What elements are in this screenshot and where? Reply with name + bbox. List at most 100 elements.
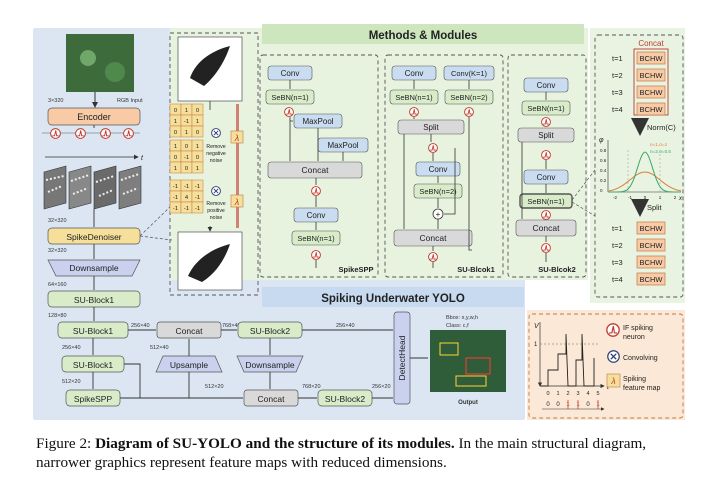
spiking-map-glyph-1: λ	[234, 133, 239, 143]
b2-conv-2-label: Conv	[537, 173, 556, 182]
kernel-cell-value: 1	[196, 144, 199, 150]
class-text: Class: c,f	[446, 323, 469, 329]
time-step-label: t=3	[612, 88, 623, 97]
sebn-concat-title: Concat	[638, 39, 664, 48]
bchw-label: BCHW	[640, 275, 664, 284]
spp-concat	[267, 161, 363, 179]
b1-add-glyph: +	[436, 210, 441, 219]
gaussian-y-tick: 0.6	[600, 158, 607, 163]
downsample-1-block	[47, 259, 141, 277]
kernel-cell	[191, 125, 204, 138]
spp-concat-label: Concat	[302, 165, 330, 175]
caption-bold: Diagram of SU-YOLO and the structure of …	[95, 435, 455, 452]
kernel-cell-value: 0	[174, 108, 177, 114]
kernel-cell-value: 4	[185, 195, 189, 201]
legend-neuron-line-2: neuron	[623, 334, 645, 341]
size-128x80: 128×80	[48, 313, 67, 319]
remove-negative-line-1: Remove	[206, 144, 225, 150]
bchw-block	[636, 51, 666, 65]
bbox-text: Bbox: x,y,w,h	[446, 315, 478, 321]
size-64x160: 64×160	[48, 282, 67, 288]
kernel-cell-value: 0	[174, 155, 177, 161]
bchw-label: BCHW	[640, 258, 664, 267]
bchw-label: BCHW	[640, 241, 664, 250]
legend-x-tick: 1	[556, 391, 559, 397]
kernel-cell-value: 0	[196, 155, 199, 161]
caption-rest: In the main structural diagram, narrower…	[36, 435, 647, 471]
figure-caption: Figure 2: Diagram of SU-YOLO and the str…	[36, 434, 696, 472]
spike-frames	[43, 165, 142, 210]
b2-arrows	[521, 92, 547, 262]
b2-neuron-4	[541, 243, 551, 253]
kernel-cell-value: -1	[173, 184, 178, 190]
legend-spike-train: 001101	[546, 400, 600, 409]
b1-sebn-b-label: SeBN(n=2)	[450, 93, 488, 102]
legend-convolve-icon	[607, 350, 620, 363]
sebn-split-label: Split	[647, 203, 663, 212]
pipeline-connectors	[120, 329, 428, 399]
spiking-map-glyph-2: λ	[234, 197, 239, 207]
spp-arrows	[289, 80, 344, 268]
spp-sebn-2-label: SeBN(n=1)	[297, 234, 335, 243]
bchw-block	[636, 255, 666, 269]
spike-frame-4	[118, 165, 142, 210]
b1-neuron-c	[428, 143, 438, 153]
legend-x-tick: 5	[596, 391, 599, 397]
spp-maxpool-2-label: MaxPool	[327, 141, 358, 150]
kernel-cell-value: 1	[174, 144, 177, 150]
legend-t-label: t	[607, 384, 610, 391]
denoiser-link-line-2	[139, 235, 173, 241]
bchw-block	[636, 221, 666, 235]
kernel-cell-value: 1	[174, 166, 177, 172]
if-neuron-icon-3	[100, 128, 111, 139]
kernel-cell-value: -1	[184, 184, 189, 190]
time-step-label: t=2	[612, 241, 623, 250]
kernel-cell	[191, 161, 204, 174]
b1-conv-a-label: Conv	[405, 69, 424, 78]
b1-concat-label: Concat	[420, 233, 448, 243]
bchw-label: BCHW	[640, 71, 664, 80]
legend-v-label: V	[534, 323, 540, 330]
spp-sebn-1	[265, 89, 315, 105]
sebn-frame	[594, 34, 684, 298]
gaussian-x-tick: 1	[659, 195, 662, 200]
spikespp-frame	[259, 54, 379, 278]
rgb-input-image	[66, 34, 134, 92]
legend-neuron-line-1: IF spiking	[623, 325, 653, 332]
spike-frame-1	[43, 165, 67, 210]
sebn-norm-label: Norm(C)	[647, 123, 676, 132]
gaussian-x-label: x	[678, 196, 683, 202]
output-bbox-2	[465, 357, 491, 375]
b2-sebn-1-label: SeBN(n=1)	[527, 104, 565, 113]
bchw-block	[636, 68, 666, 82]
su-block1-1-label: SU-Block1	[74, 295, 114, 305]
legend-map-icon	[606, 373, 621, 388]
concat-2-label: Concat	[258, 394, 286, 404]
gaussian-y-tick: 0.2	[600, 178, 607, 183]
spike-frame-noise	[45, 173, 140, 197]
b2-split	[517, 127, 575, 143]
spike-frame-3	[93, 165, 117, 210]
gaussian-x-tick: -1	[628, 195, 632, 200]
legend-spike-value: 0	[546, 402, 550, 408]
denoiser-link-line	[139, 204, 173, 237]
gaussian-y-tick: 0	[600, 188, 603, 193]
remove-negative-line-3: noise	[210, 158, 223, 164]
b1-sebn-b	[444, 89, 494, 105]
time-step-label: t=2	[612, 71, 623, 80]
remove-positive-line-3: noise	[210, 215, 223, 221]
size-256x40-a: 256×40	[62, 345, 81, 351]
sebn-zoom-lines	[571, 169, 596, 217]
kernel-cell-value: 0	[174, 130, 177, 136]
spp-conv-2-label: Conv	[307, 211, 326, 220]
b2-sebn-2	[519, 193, 573, 209]
kernel-cell-value: 0	[196, 130, 199, 136]
spikespp-main-label: SpikeSPP	[74, 394, 113, 404]
b2-sebn-2-label: SeBN(n=1)	[527, 197, 565, 206]
legend-frame	[528, 313, 684, 419]
